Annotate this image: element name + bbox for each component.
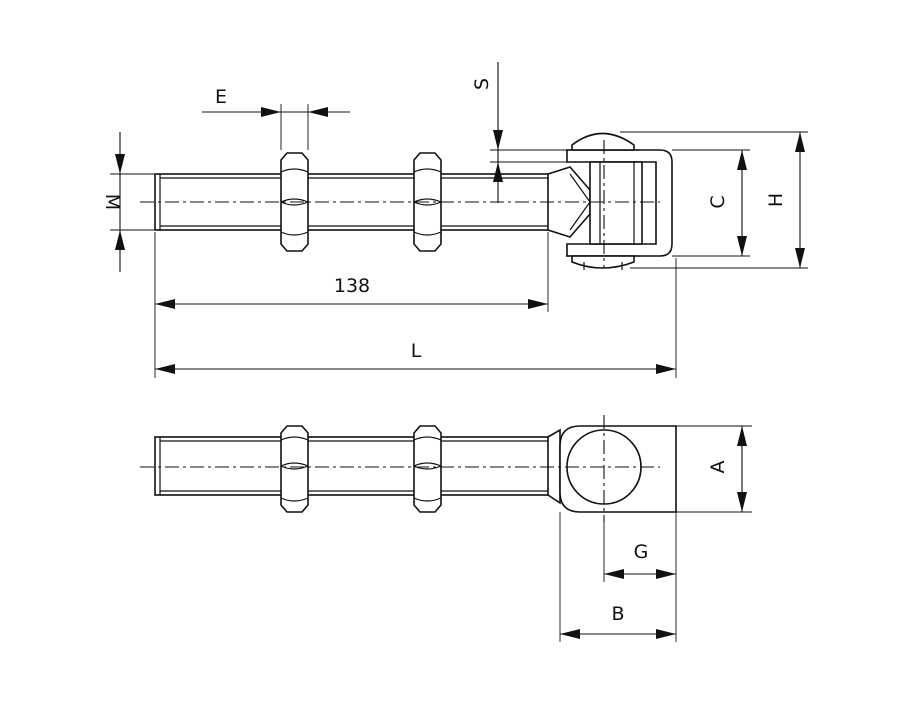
threaded-rod-bottom — [154, 436, 556, 496]
hinge-bushing — [589, 161, 643, 245]
dimension-l — [155, 258, 677, 378]
dimension-b — [559, 512, 676, 642]
label-m: M — [101, 194, 123, 210]
label-g: G — [634, 541, 649, 563]
pin-head-bottom — [571, 255, 635, 269]
top-view — [140, 132, 673, 270]
label-c: C — [707, 195, 729, 208]
label-h: H — [765, 193, 787, 207]
label-e: E — [215, 86, 227, 108]
dimension-h — [620, 131, 808, 269]
dimension-138 — [154, 232, 549, 378]
label-l: L — [411, 340, 422, 362]
label-a: A — [707, 461, 729, 474]
dimension-s — [490, 62, 568, 203]
label-b: B — [611, 603, 624, 625]
pin-head-top — [571, 132, 635, 151]
dimension-g — [603, 512, 677, 642]
hinge-eye-top — [566, 132, 673, 270]
label-138: 138 — [334, 275, 370, 297]
dimension-m — [110, 132, 154, 272]
bottom-view — [140, 415, 677, 522]
label-s: S — [471, 78, 493, 90]
hex-nut-2-bottom — [413, 425, 442, 513]
dimension-e — [202, 104, 350, 150]
dimension-a — [676, 425, 752, 513]
dimension-c — [672, 149, 750, 257]
hex-nut-1-bottom — [280, 425, 309, 513]
